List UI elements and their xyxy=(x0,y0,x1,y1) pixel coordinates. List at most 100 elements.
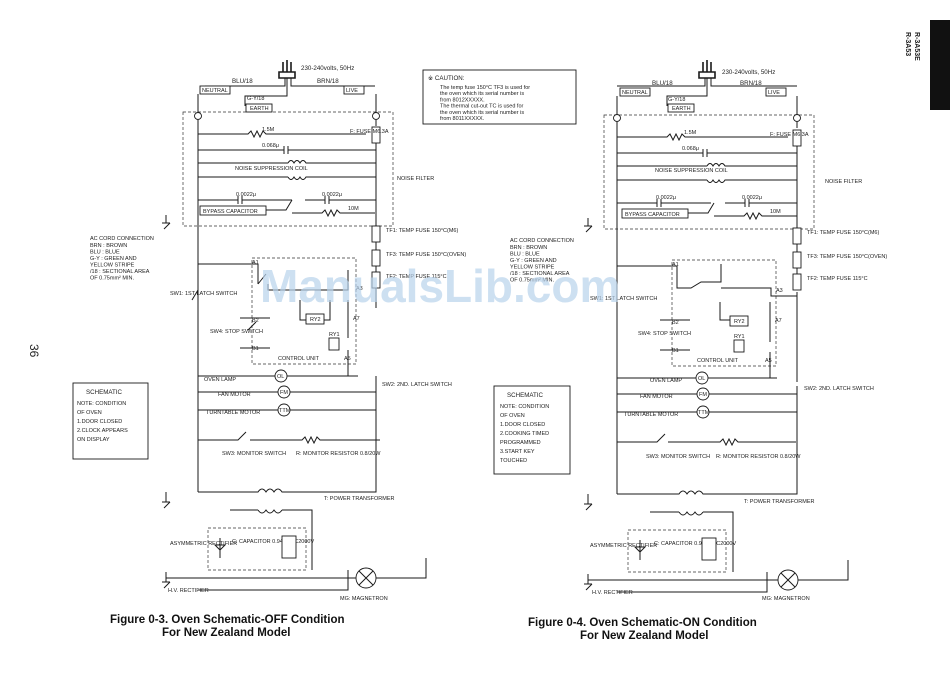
terminal-a3-right: A3 xyxy=(776,288,783,294)
power-plug-left xyxy=(278,60,296,79)
fan-motor-symbol-right xyxy=(696,387,710,401)
terminal-a5-left: A5 xyxy=(344,356,351,362)
terminal-a1-left: A1 xyxy=(252,260,259,266)
hv-capacitor-label-right: C: CAPACITOR 0.94μF AC2000V xyxy=(654,541,736,547)
turntable-motor-symbol-right xyxy=(696,405,710,419)
monitor-resistor-label-left: R: MONITOR RESISTOR 0.8/20W xyxy=(296,451,381,457)
relay-ry1-label-left: RY1 xyxy=(329,332,340,338)
control-unit-label-right: CONTROL UNIT xyxy=(697,358,739,364)
watermark: ManualsLib.com xyxy=(260,260,620,312)
ac-cord-legend-line: BRN : BROWN xyxy=(90,243,127,249)
ac-cord-legend-line: OF 0.75mm² MIN. xyxy=(510,278,554,284)
ac-cord-legend-line: BLU : BLUE xyxy=(510,252,540,258)
caution-line: from 8011XXXXX. xyxy=(440,116,485,122)
fan-motor-code-right: FM xyxy=(699,392,707,398)
asym-rectifier-label-left: ASYMMETRIC RECTIFIER xyxy=(170,541,237,547)
terminal-b1-left: B1 xyxy=(252,346,259,352)
caution-line: The thermal cut-out TC is used for xyxy=(440,104,524,110)
bypass-cap-a-left: 0.0022μ xyxy=(236,192,256,198)
schematic-note-line: NOTE: CONDITION xyxy=(77,401,126,407)
temp-fuse-tf2-right xyxy=(792,273,802,291)
ac-cord-title-right: AC CORD CONNECTION xyxy=(510,238,574,244)
schematic-title-right: SCHEMATIC xyxy=(507,392,544,399)
ac-cord-legend-line: /18 : SECTIONAL AREA xyxy=(510,271,570,277)
ac-cord-legend-line: G-Y : GREEN AND xyxy=(90,256,137,262)
oven-lamp-code-right: OL xyxy=(698,376,705,382)
capacitor-0-068-left: 0.068μ xyxy=(262,143,279,149)
caution-line: The temp fuse 150°C TF3 is used for xyxy=(440,85,530,91)
hv-rectifier-label-right: H.V. RECTIFIER xyxy=(592,590,633,596)
noise-coil-label-left: NOISE SUPPRESSION COIL xyxy=(235,166,308,172)
caution-title: ※ CAUTION: xyxy=(428,75,465,82)
terminal-a1-right: A1 xyxy=(672,262,679,268)
fan-motor-code-left: FM xyxy=(280,390,288,396)
transformer-label-left: T: POWER TRANSFORMER xyxy=(324,496,395,502)
left-schematic: 230-240volts, 50Hz BLU/18 BRN/18 NEUTRAL… xyxy=(72,60,466,639)
bypass-cap-b-right: 0.0022μ xyxy=(742,195,762,201)
relay-ry2-label-right: RY2 xyxy=(734,319,745,325)
tf1-label-right: TF1: TEMP FUSE 150°C(M6) xyxy=(807,230,879,236)
sw3-label-right: SW3: MONITOR SWITCH xyxy=(646,454,710,460)
ac-cord-legend-line: OF 0.75mm² MIN. xyxy=(90,276,134,282)
right-schematic: ※ CAUTION: The temp fuse 150°C TF3 is us… xyxy=(422,60,887,642)
bypass-cap-b-left: 0.0022μ xyxy=(322,192,342,198)
ac-cord-legend-line: YELLOW STRIPE xyxy=(510,265,555,271)
resistor-10m-right: 10M xyxy=(770,209,781,215)
resistor-1-5m-left: 1.5M xyxy=(262,127,275,133)
live-label-left: LIVE xyxy=(346,88,358,94)
relay-ry2-label-left: RY2 xyxy=(310,317,321,323)
power-rating-right: 230-240volts, 50Hz xyxy=(722,69,775,76)
page-number: 36 xyxy=(27,344,41,358)
capacitor-0-068-right: 0.068μ xyxy=(682,146,699,152)
relay-ry1-left xyxy=(328,337,340,351)
figure-caption-right: Figure 0-4. Oven Schematic-ON Condition xyxy=(528,617,757,629)
tf3-label-left: TF3: TEMP FUSE 150°C(OVEN) xyxy=(386,252,466,258)
oven-lamp-label-right: OVEN LAMP xyxy=(650,378,682,384)
sw3-label-left: SW3: MONITOR SWITCH xyxy=(222,451,286,457)
caution-box xyxy=(422,69,577,125)
hv-capacitor-label-left: C: CAPACITOR 0.94μF AC2000V xyxy=(232,539,314,545)
power-rating-left: 230-240volts, 50Hz xyxy=(301,65,354,72)
bypass-cap-a-right: 0.0022μ xyxy=(656,195,676,201)
neutral-label-right: NEUTRAL xyxy=(622,90,648,96)
oven-lamp-symbol-right xyxy=(695,371,709,385)
page-edge-tab xyxy=(930,20,950,110)
asym-rectifier-label-right: ASYMMETRIC RECTIFIER xyxy=(590,543,657,549)
figure-subcaption-left: For New Zealand Model xyxy=(162,627,290,639)
blu-wire-left: BLU/18 xyxy=(232,78,253,85)
magnetron-label-right: MG: MAGNETRON xyxy=(762,596,810,602)
model-number-a: R-3A53 xyxy=(904,32,911,56)
relay-ry1-label-right: RY1 xyxy=(734,334,745,340)
oven-lamp-label-left: OVEN LAMP xyxy=(204,377,236,383)
schematic-note-line: PROGRAMMED xyxy=(500,440,541,446)
temp-fuse-tf1-left xyxy=(371,225,381,243)
resistor-10m-left: 10M xyxy=(348,206,359,212)
sw2-label-left: SW2: 2ND. LATCH SWITCH xyxy=(382,382,452,388)
noise-filter-box-right xyxy=(603,114,815,230)
control-unit-box-right xyxy=(671,259,777,367)
bypass-capacitor-label-right: BYPASS CAPACITOR xyxy=(625,212,680,218)
schematic-note-line: OF OVEN xyxy=(77,410,102,416)
ac-cord-legend-line: YELLOW STRIPE xyxy=(90,263,135,269)
temp-fuse-tf1-right xyxy=(792,227,802,245)
earth-box-right xyxy=(667,103,695,113)
fuse-label-left: F: FUSE M6.3A xyxy=(350,129,389,135)
monitor-resistor-label-right: R: MONITOR RESISTOR 0.8/20W xyxy=(716,454,801,460)
relay-ry2-right xyxy=(729,315,749,327)
terminal-a7-right: A7 xyxy=(775,318,782,324)
neutral-label-box-left xyxy=(199,85,231,95)
terminal-b2-right: B2 xyxy=(672,320,679,326)
schematic-note-line: ON DISPLAY xyxy=(77,437,110,443)
magnetron-label-left: MG: MAGNETRON xyxy=(340,596,388,602)
live-label-box-right xyxy=(765,87,787,97)
tf2-label-left: TF2: TEMP FUSE 115°C xyxy=(386,274,447,280)
figure-caption-left: Figure 0-3. Oven Schematic-OFF Condition xyxy=(110,614,345,626)
gy-wire-left: G-Y/18 xyxy=(247,96,264,102)
caution-line: from 8012XXXXX. xyxy=(440,97,485,103)
control-unit-label-left: CONTROL UNIT xyxy=(278,356,320,362)
